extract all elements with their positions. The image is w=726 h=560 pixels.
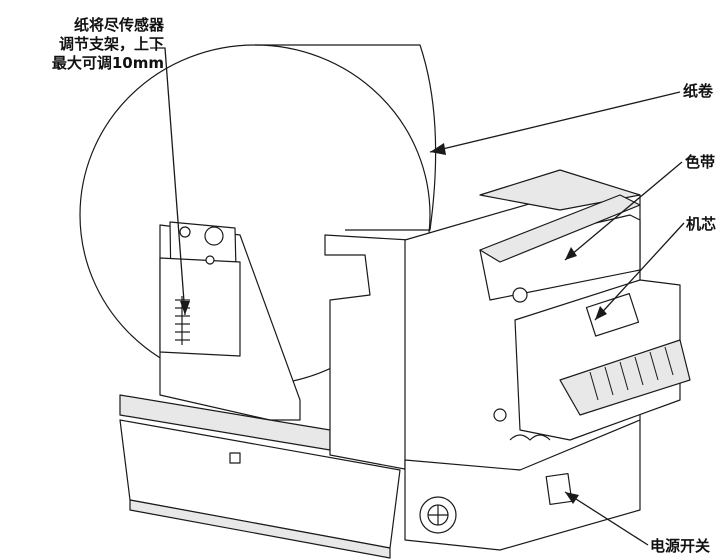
- label-sensor-adjust: 纸将尽传感器 调节支架，上下 最大可调10mm: [14, 16, 164, 73]
- label-mechanism: 机芯: [686, 215, 717, 233]
- power-switch-body: [545, 473, 573, 505]
- label-sensor-line2: 调节支架，上下: [58, 35, 164, 53]
- base-front: [129, 499, 391, 559]
- cutter-teeth: [589, 346, 674, 401]
- ribbon-cartridge: [479, 214, 641, 301]
- lower-enclosure: [404, 419, 641, 551]
- label-ribbon: 色带: [685, 153, 716, 171]
- ribbon-top: [479, 194, 641, 263]
- paper-cutter: [559, 339, 691, 416]
- label-sensor-line1: 纸将尽传感器: [73, 16, 164, 34]
- leader-roll: [429, 91, 681, 153]
- leader-power: [564, 491, 649, 546]
- label-paper-roll: 纸卷: [683, 82, 714, 100]
- sensor-plate: [159, 257, 241, 357]
- print-mechanism: [514, 279, 681, 441]
- spring: [509, 434, 551, 441]
- leader-sensor: [150, 47, 186, 316]
- label-power-switch: 电源开关: [650, 537, 711, 555]
- leader-core: [594, 222, 685, 321]
- housing-top: [479, 169, 641, 211]
- paper-roll-side: [255, 44, 437, 231]
- label-sensor-line3: 最大可调10mm: [51, 54, 164, 72]
- leader-ribbon: [564, 161, 683, 261]
